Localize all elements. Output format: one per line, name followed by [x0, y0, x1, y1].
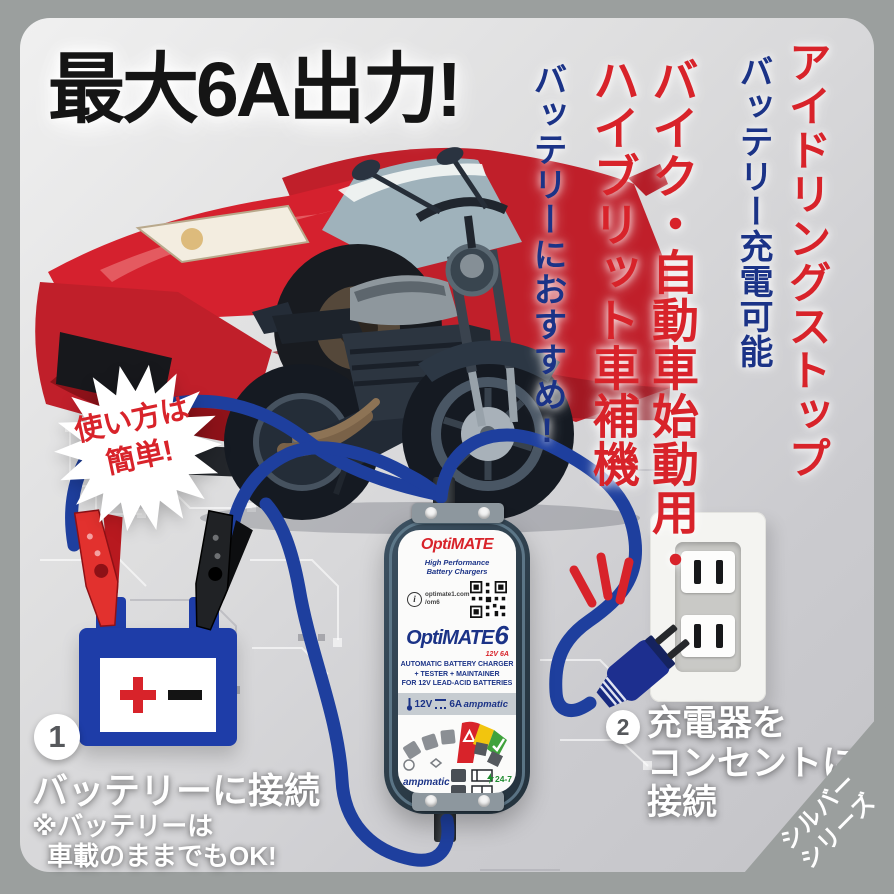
- charger-info-row: i optimate1.com /om6: [407, 580, 507, 618]
- thermometer-icon: [406, 698, 413, 711]
- screw-icon: [425, 795, 437, 807]
- screw-icon: [425, 507, 437, 519]
- charger-description: AUTOMATIC BATTERY CHARGER + TESTER + MAI…: [400, 660, 514, 688]
- claim-battery-charge: バッテリー充電可能: [734, 54, 772, 369]
- outlet-socket-top: [681, 551, 735, 593]
- ampmatic-panel-logo: ampmatic: [403, 777, 450, 789]
- claim-hybrid: ハイブリット車補機: [586, 56, 639, 488]
- qr-code-icon: [470, 580, 507, 618]
- headline: 最大6A出力!: [48, 47, 462, 133]
- car-battery: [79, 628, 237, 746]
- step-1-note-line1: ※バッテリーは: [32, 811, 214, 841]
- screw-icon: [478, 507, 490, 519]
- charger-brand-logo: OptiMATE: [420, 536, 494, 553]
- step-1-badge: 1: [34, 714, 80, 760]
- outlet-slot: [694, 624, 701, 648]
- step-1-note-line2: 車載のままでもOK!: [47, 841, 277, 871]
- starburst-bubble: [54, 364, 222, 532]
- screw-icon: [478, 795, 490, 807]
- battery-label: [100, 658, 216, 732]
- charger-tagline: High Performance Battery Chargers: [424, 558, 490, 577]
- ampmatic-logo: ampmatic: [463, 698, 508, 710]
- claim-idling-stop: アイドリングストップ: [782, 40, 830, 480]
- outlet-slot: [716, 624, 723, 648]
- step-2-badge: 2: [606, 710, 640, 744]
- wall-outlet: [650, 512, 766, 702]
- outlet-socket-bottom: [681, 615, 735, 657]
- led-indicator-graphic: [403, 721, 507, 793]
- outlet-slot: [694, 560, 701, 584]
- badge-24-7: 24-7: [486, 773, 512, 785]
- dc-symbol-icon: [435, 699, 447, 710]
- plus-icon: [120, 677, 156, 713]
- charger-url: optimate1.com /om6: [425, 591, 470, 607]
- minus-icon: [168, 690, 202, 700]
- lightning-icon: [486, 773, 494, 785]
- claim-recommend: バッテリーにおすすめ!: [528, 62, 566, 451]
- charger-mount-tab-top: [412, 503, 504, 523]
- charger-front-label: OptiMATE High Performance Battery Charge…: [398, 530, 516, 793]
- charger-mount-tab-bottom: [412, 791, 504, 811]
- charger-rating: 12V 6A: [485, 650, 509, 658]
- info-icon: i: [407, 591, 422, 607]
- charger-led-panel: 24-7 ampmatic: [398, 715, 516, 793]
- outlet-slot: [716, 560, 723, 584]
- claim-bike-car: バイク・自動車始動用・: [645, 56, 698, 584]
- step-1-label: バッテリーに接続: [32, 770, 321, 811]
